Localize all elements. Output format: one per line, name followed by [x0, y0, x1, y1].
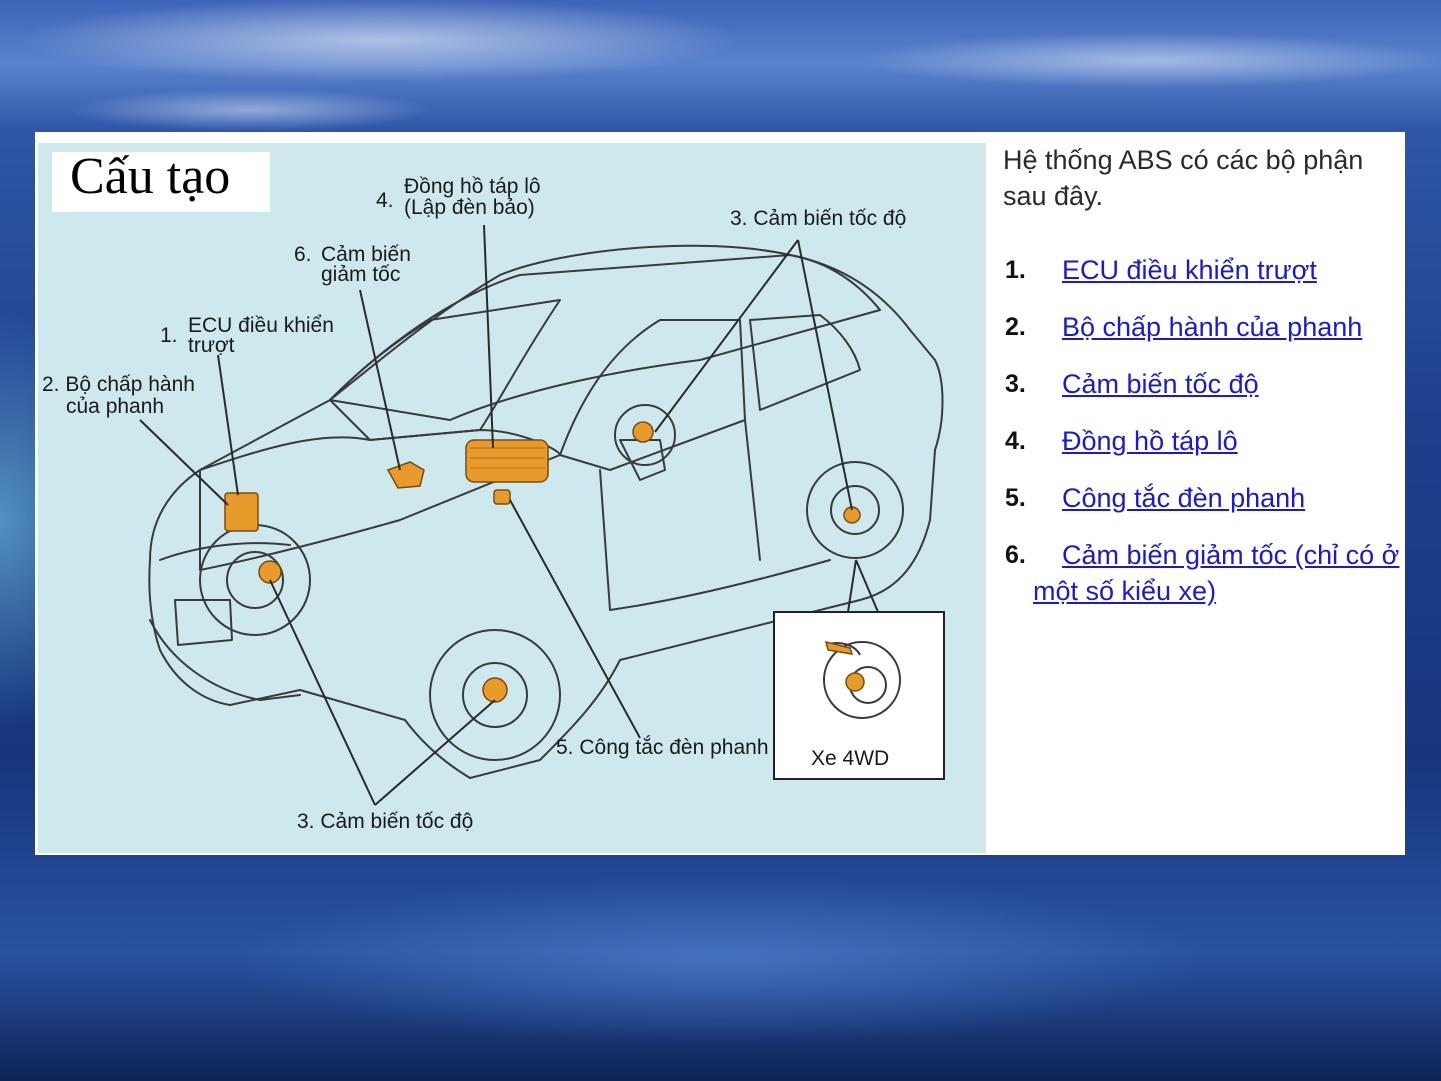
link-meter[interactable]: Đồng hồ táp lô — [1062, 426, 1238, 456]
speed-sensor-rear-left — [632, 421, 654, 443]
inset-speed-sensor — [845, 672, 865, 692]
brake-switch-component — [493, 489, 511, 505]
inset-4wd — [773, 611, 945, 780]
label-speed-sensor-top: 3. Cảm biến tốc độ — [730, 207, 907, 230]
car-roof — [329, 254, 881, 421]
diagram-title: Cấu tạo — [70, 148, 231, 205]
link-decel-sensor-continued[interactable]: một số kiểu xe) — [1033, 576, 1217, 606]
link-brake-switch[interactable]: Công tắc đèn phanh — [1062, 483, 1306, 513]
label-meter-line1: Đồng hồ táp lô — [404, 175, 541, 198]
item-number: 4. — [1005, 427, 1026, 455]
leader-ecu — [217, 354, 239, 496]
leader-brake-switch — [509, 499, 641, 739]
item-number: 3. — [1005, 370, 1026, 398]
front-right-wheel — [429, 629, 561, 761]
label-decel-number: 6. — [294, 243, 312, 266]
label-actuator-line2: của phanh — [66, 395, 165, 418]
intro-text: Hệ thống ABS có các bộ phận sau đây. — [1003, 145, 1364, 211]
label-meter-number: 4. — [376, 189, 394, 212]
link-brake-actuator[interactable]: Bộ chấp hành của phanh — [1062, 312, 1363, 342]
item-number: 6. — [1005, 541, 1026, 569]
ecu-component — [224, 492, 259, 532]
label-decel-line2: giảm tốc — [321, 263, 401, 286]
label-ecu-number: 1. — [160, 324, 178, 347]
label-inset-4wd: Xe 4WD — [811, 747, 890, 770]
item-number: 2. — [1005, 313, 1026, 341]
label-ecu-line2: trượt — [188, 334, 235, 357]
label-actuator-line1: 2. Bộ chấp hành — [42, 373, 195, 396]
leader-inset-a — [847, 559, 857, 613]
speed-sensor-right — [482, 677, 508, 703]
car-front-window — [559, 319, 746, 471]
leader-actuator — [139, 419, 229, 506]
speed-sensor-front — [258, 560, 282, 584]
leader-speed-top-b — [797, 239, 853, 511]
decel-sensor-component — [386, 461, 425, 489]
label-decel-line1: Cảm biến — [321, 243, 411, 266]
link-ecu[interactable]: ECU điều khiển trượt — [1062, 255, 1317, 285]
rear-left-wheel — [614, 404, 676, 466]
leader-speed-bottom-a — [269, 579, 376, 806]
leader-speed-bottom-b — [374, 699, 496, 806]
title-box — [52, 152, 270, 212]
car-grille — [159, 542, 291, 646]
rear-wheel — [806, 461, 904, 559]
label-speed-sensor-bottom: 3. Cảm biến tốc độ — [297, 810, 474, 833]
leader-meter — [483, 224, 494, 449]
label-meter-line2: (Lập đèn bảo) — [404, 196, 535, 219]
car-rear-window — [749, 314, 861, 411]
item-number: 1. — [1005, 256, 1026, 284]
car-door-line — [599, 419, 831, 611]
label-ecu-line1: ECU điều khiển — [188, 314, 334, 337]
leader-speed-top-a — [654, 239, 799, 433]
meter-component — [465, 439, 549, 483]
leader-inset-b — [855, 559, 879, 613]
label-brake-switch: 5. Công tắc đèn phanh — [556, 736, 769, 759]
link-decel-sensor[interactable]: Cảm biến giảm tốc (chỉ có ở — [1062, 540, 1400, 570]
leader-decel — [359, 289, 401, 471]
link-speed-sensor[interactable]: Cảm biến tốc độ — [1062, 369, 1259, 399]
item-number: 5. — [1005, 484, 1026, 512]
